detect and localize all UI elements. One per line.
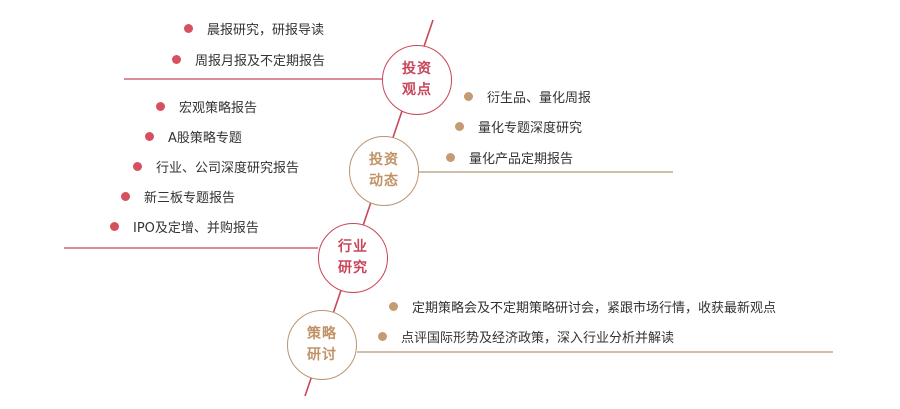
list-item: 晨报研究，研报导读 [184,18,324,38]
bullet-dot-icon [184,23,193,33]
item-text: 宏观策略报告 [179,100,258,116]
item-text: 衍生品、量化周报 [487,90,592,106]
node-industry-research: 行业 研究 [318,223,388,293]
list-item: 行业、公司深度研究报告 [133,156,299,176]
node-title-line2: 研讨 [307,347,337,363]
list-item: 新三板专题报告 [121,186,235,206]
list-item: 衍生品、量化周报 [464,86,591,106]
item-text: 周报月报及不定期报告 [195,53,326,69]
item-text: IPO及定增、并购报告 [133,220,259,236]
item-text: 定期策略会及不定期策略研讨会，紧跟市场行情，收获最新观点 [412,300,777,316]
node-title-line1: 策略 [307,326,337,342]
list-item: 宏观策略报告 [156,96,257,116]
bullet-dot-icon [378,331,387,341]
node-strategy-seminar: 策略 研讨 [287,310,357,380]
node-title-line1: 投资 [402,61,432,77]
list-item: 量化产品定期报告 [446,147,573,167]
item-text: 行业、公司深度研究报告 [156,160,300,176]
node-title-line2: 观点 [402,82,432,98]
node-title-line2: 研究 [338,260,368,276]
node-investment-dynamics: 投资 动态 [349,136,419,206]
list-item: 周报月报及不定期报告 [172,49,325,69]
item-text: 量化专题深度研究 [478,120,583,136]
item-text: 晨报研究，研报导读 [207,22,325,38]
bullet-dot-icon [455,121,464,131]
list-item: 量化专题深度研究 [455,116,582,136]
bullet-dot-icon [145,131,154,141]
node-title-line1: 行业 [338,239,368,255]
node-title-line1: 投资 [369,152,399,168]
list-item: IPO及定增、并购报告 [110,216,259,236]
item-text: 量化产品定期报告 [469,151,574,167]
item-text: 点评国际形势及经济政策，深入行业分析并解读 [401,330,675,346]
bullet-dot-icon [464,91,473,101]
bullet-dot-icon [133,161,142,171]
bullet-dot-icon [172,54,181,64]
item-text: A股策略专题 [168,130,242,146]
bullet-dot-icon [156,101,165,111]
bullet-dot-icon [121,191,130,201]
list-item: 点评国际形势及经济政策，深入行业分析并解读 [378,326,674,346]
list-item: A股策略专题 [145,126,242,146]
bullet-dot-icon [446,152,455,162]
node-title-line2: 动态 [369,173,399,189]
bullet-dot-icon [389,301,398,311]
list-item: 定期策略会及不定期策略研讨会，紧跟市场行情，收获最新观点 [389,296,776,316]
item-text: 新三板专题报告 [144,190,236,206]
node-investment-views: 投资 观点 [382,45,452,115]
bullet-dot-icon [110,221,119,231]
